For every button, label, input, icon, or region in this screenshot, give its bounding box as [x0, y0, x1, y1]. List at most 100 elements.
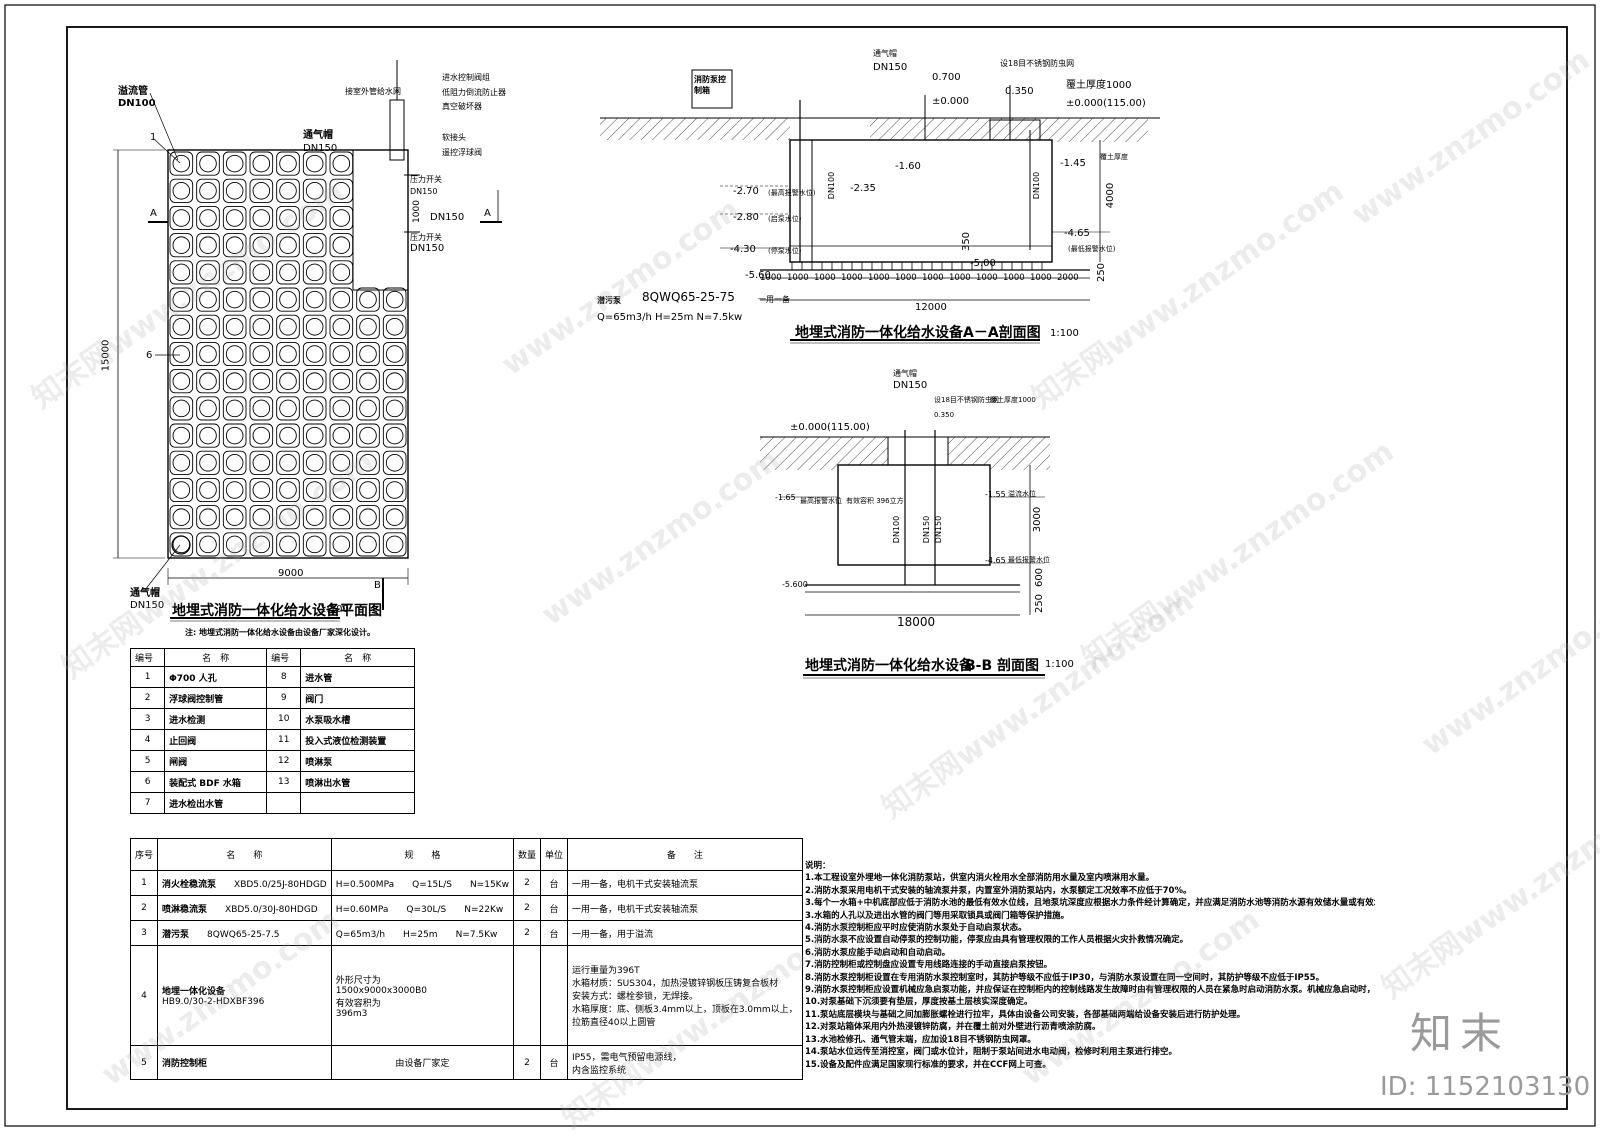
equipment-cell: 一用一备，用于溢流 — [566, 920, 803, 946]
plan-module-cell-circle — [332, 290, 351, 309]
equipment-cell: 喷淋稳流泵 XBD5.0/30J-80HDGD — [157, 895, 332, 921]
seca-support-foot — [1011, 261, 1023, 271]
plan-module-cell — [196, 423, 220, 448]
plan-side-label-6: DN150 — [410, 243, 445, 254]
secb-title: 地埋式消防一体化给水设备 — [805, 658, 973, 674]
plan-pipe-label-2: 进水控制阀组 — [442, 73, 490, 82]
plan-module-cell-circle — [199, 345, 217, 363]
legend-header-name-2: 名 称 — [300, 648, 415, 667]
plan-module-cell — [302, 205, 327, 231]
plan-module-cell-circle — [199, 236, 217, 254]
secb-top-label-2: DN150 — [893, 380, 928, 391]
plan-module-cell — [302, 532, 327, 557]
plan-module-cell — [196, 477, 220, 503]
equip-header-unit: 单位 — [539, 838, 568, 871]
watermark-logo: 知末 — [1410, 1009, 1511, 1058]
plan-module-cell-circle — [172, 508, 191, 526]
note-item: 13.水池检修孔、通气管末端，应加设18目不锈钢防虫网罩。 — [805, 1034, 1036, 1045]
plan-module-cell — [222, 341, 247, 367]
plan-callout-6: 6 — [146, 350, 153, 361]
plan-module-cell — [249, 260, 274, 285]
section-aa-view — [600, 69, 1160, 344]
plan-module-cell-circle — [332, 399, 351, 418]
plan-module-cell — [169, 233, 194, 258]
secb-top-label-1: 通气帽 — [893, 369, 917, 378]
plan-module-cell — [249, 532, 274, 557]
seca-total-dim: 12000 — [915, 302, 947, 313]
seca-support-foot — [891, 261, 903, 271]
plan-module-cell-circle — [225, 236, 244, 254]
equipment-cell: H=0.500MPa Q=15L/S N=15Kw — [330, 870, 514, 896]
plan-module-cell-circle — [172, 182, 191, 200]
plan-module-cell-circle — [225, 263, 244, 282]
plan-module-cell — [356, 477, 380, 503]
plan-module-cell — [249, 205, 274, 231]
plan-module-cell-circle — [332, 508, 351, 526]
plan-vent-dn: DN150 — [130, 600, 165, 611]
plan-module-cell-circle — [359, 481, 377, 499]
plan-module-cell-circle — [385, 454, 404, 472]
plan-module-cell — [169, 341, 194, 367]
plan-module-cell-circle — [225, 372, 244, 390]
plan-module-cell-circle — [252, 290, 271, 309]
plan-module-cell-circle — [199, 372, 217, 390]
equipment-cell: 1 — [129, 870, 159, 896]
plan-module-cell — [169, 151, 194, 176]
plan-module-cell — [329, 532, 354, 557]
plan-module-cell — [169, 260, 194, 285]
plan-module-cell-circle — [385, 535, 404, 554]
plan-module-cell-circle — [305, 182, 324, 200]
legend-cell: 12 — [266, 750, 302, 772]
legend-cell: Φ700 人孔 — [164, 666, 268, 688]
plan-vent-label-top: 通气帽 — [303, 130, 333, 141]
plan-side-label-2: DN150 — [410, 187, 438, 196]
equipment-cell: 台 — [539, 870, 568, 896]
plan-module-cell-circle — [172, 290, 191, 309]
equip-header-name: 名 称 — [157, 838, 332, 871]
seca-level-3: -4.30 — [730, 244, 756, 255]
plan-module-cell-circle — [225, 209, 244, 227]
seca-height-dim: 4000 — [1105, 182, 1117, 209]
legend-cell: 5 — [129, 750, 166, 772]
plan-section-mark-b1: B — [374, 580, 381, 591]
plan-module-cell — [329, 505, 354, 530]
plan-module-cell-circle — [359, 426, 377, 445]
plan-module-cell — [382, 396, 407, 421]
watermark-id: ID: 1152103130 — [1380, 1072, 1591, 1102]
plan-module-grid — [169, 151, 407, 557]
plan-module-cell — [222, 205, 247, 231]
legend-cell — [266, 792, 302, 814]
plan-module-cell-circle — [332, 209, 351, 227]
equipment-cell: 2 — [512, 895, 541, 921]
equipment-cell: 一用一备，电机干式安装轴流泵 — [566, 895, 803, 921]
seca-support-foot — [911, 261, 923, 271]
note-item: 15.设备及配件应满足国家现行标准的要求，并在CCF网上可查。 — [805, 1059, 1051, 1070]
plan-module-cell — [196, 287, 220, 312]
seca-top-label-5: 设18目不锈钢防虫网 — [1000, 59, 1075, 68]
plan-side-label-1: 压力开关 — [410, 175, 442, 184]
plan-module-cell — [382, 369, 407, 394]
plan-module-cell-circle — [359, 508, 377, 526]
seca-dim-segment: 1000 — [868, 273, 890, 283]
legend-cell: 4 — [129, 729, 166, 751]
plan-module-cell-circle — [252, 318, 271, 336]
equipment-cell: H=0.60MPa Q=30L/S N=22Kw — [330, 895, 514, 921]
equipment-cell: IP55，需电气预留电源线，内含监控系统 — [566, 1045, 803, 1080]
section-bb-view — [760, 430, 1050, 679]
seca-control-box: 消防泵控制箱 — [694, 75, 726, 95]
plan-module-cell-circle — [305, 209, 324, 227]
plan-module-cell — [356, 450, 380, 475]
plan-module-cell-circle — [305, 290, 324, 309]
plan-callout-1: 1 — [150, 132, 157, 143]
plan-module-cell — [276, 369, 300, 394]
seca-dim-segment: 1000 — [1030, 273, 1052, 283]
secb-level-1: -1.65 — [775, 493, 796, 502]
plan-module-cell — [382, 450, 407, 475]
plan-module-cell-circle — [199, 535, 217, 554]
